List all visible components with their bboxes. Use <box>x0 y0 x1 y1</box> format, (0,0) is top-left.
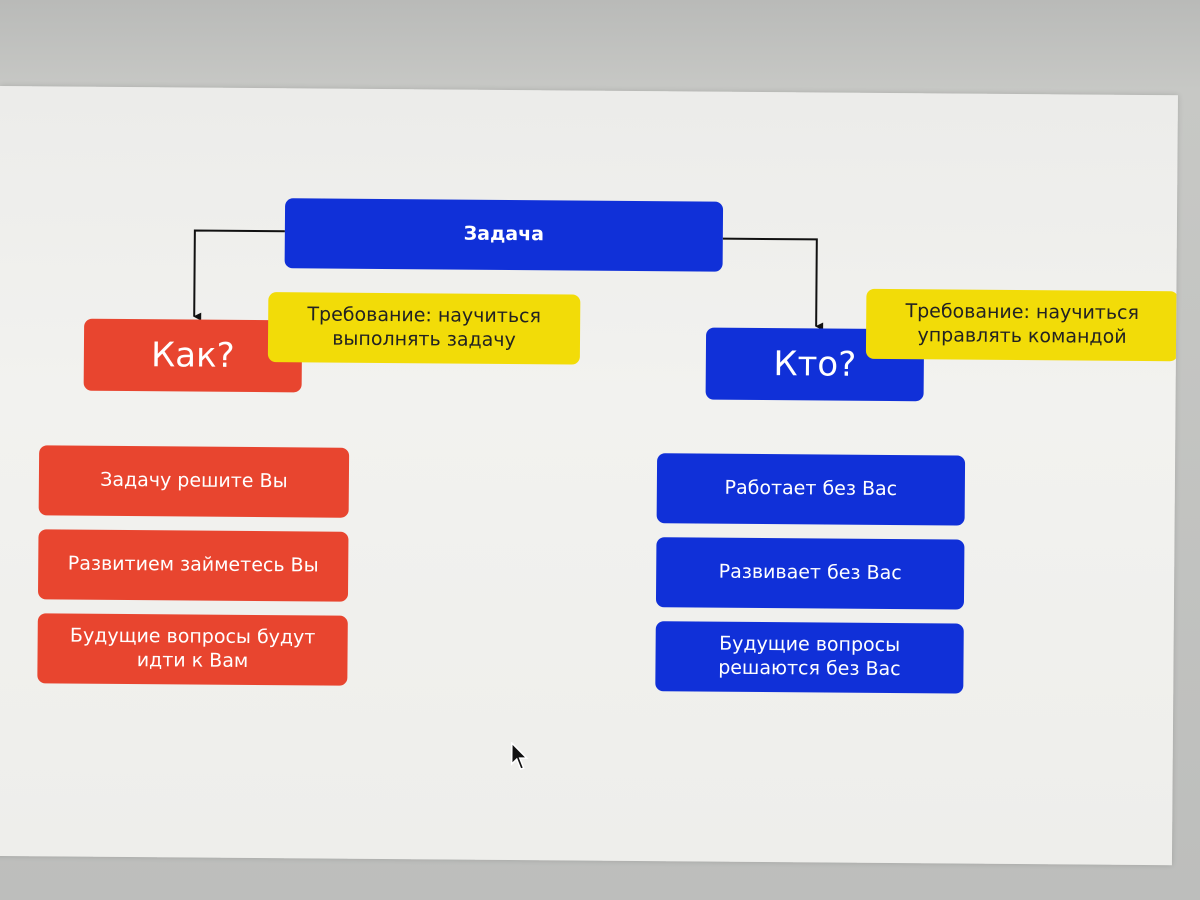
left-item-2: Развитием займетесь Вы <box>37 529 349 602</box>
left-item-3: Будущие вопросы будут идти к Вам <box>37 613 348 686</box>
right-item-1: Работает без Вас <box>656 453 966 526</box>
connector-left <box>193 229 285 321</box>
connector-lines <box>193 229 824 331</box>
requirement-left: Требование: научиться выполнять задачу <box>267 292 581 365</box>
right-item-2: Развивает без Вас <box>655 537 965 610</box>
root-node-task: Задача <box>284 198 724 272</box>
slide: Задача Как? Требование: научиться выполн… <box>0 86 1178 866</box>
requirement-right: Требование: научиться управлять командой <box>865 288 1178 362</box>
connector-right <box>722 237 824 331</box>
left-item-1: Задачу решите Вы <box>38 445 350 518</box>
mouse-cursor-icon <box>510 742 529 771</box>
right-item-3: Будущие вопросы решаются без Вас <box>655 621 964 694</box>
